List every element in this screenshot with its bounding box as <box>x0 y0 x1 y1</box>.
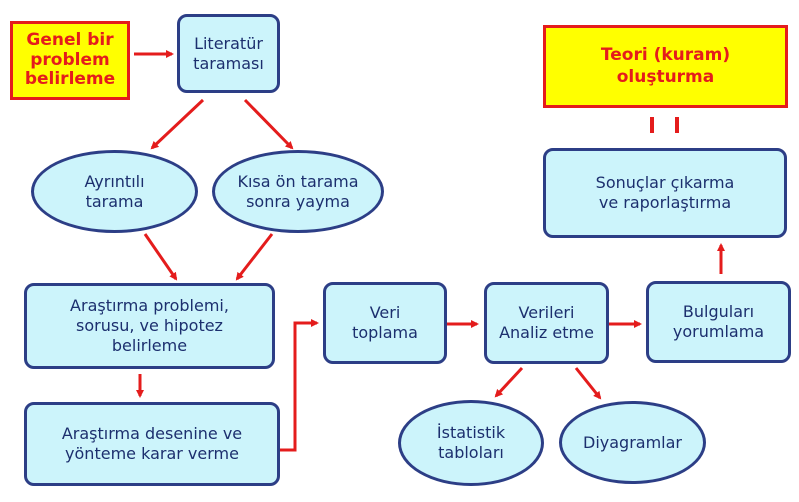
arrow-literatur-to-kisa <box>243 98 294 150</box>
node-literatur-taramasi: Literatür taraması <box>177 14 280 93</box>
node-teori-olusturma: Teori (kuram) oluşturma <box>543 25 788 108</box>
node-arastirma-deseni: Araştırma desenine ve yönteme karar verm… <box>24 402 280 486</box>
arrow-kisa-to-problem <box>235 233 274 281</box>
arrow-desen-to-veri <box>280 319 319 452</box>
node-bulgulari-yorumlama: Bulguları yorumlama <box>646 281 791 363</box>
teori-connector-left <box>650 117 654 133</box>
node-genel-bir-problem: Genel bir problem belirleme <box>10 21 130 100</box>
arrow-literatur-to-ayrintili <box>150 98 205 150</box>
node-veri-toplama: Veri toplama <box>323 282 447 364</box>
arrow-analiz-to-istatistik <box>494 366 524 398</box>
arrow-analiz-to-diyagram <box>574 367 602 400</box>
node-istatistik-tablolari: İstatistik tabloları <box>398 400 544 486</box>
node-kisa-on-tarama: Kısa ön tarama sonra yayma <box>212 150 384 233</box>
node-sonuclar-cikarma: Sonuçlar çıkarma ve raporlaştırma <box>543 148 787 238</box>
node-verileri-analiz: Verileri Analiz etme <box>484 282 609 364</box>
teori-connector-right <box>675 117 679 133</box>
arrow-ayrintili-to-problem <box>143 233 178 281</box>
node-ayrintili-tarama: Ayrıntılı tarama <box>31 150 198 233</box>
node-arastirma-problemi: Araştırma problemi, sorusu, ve hipotez b… <box>24 283 275 369</box>
node-diyagramlar: Diyagramlar <box>559 401 706 484</box>
